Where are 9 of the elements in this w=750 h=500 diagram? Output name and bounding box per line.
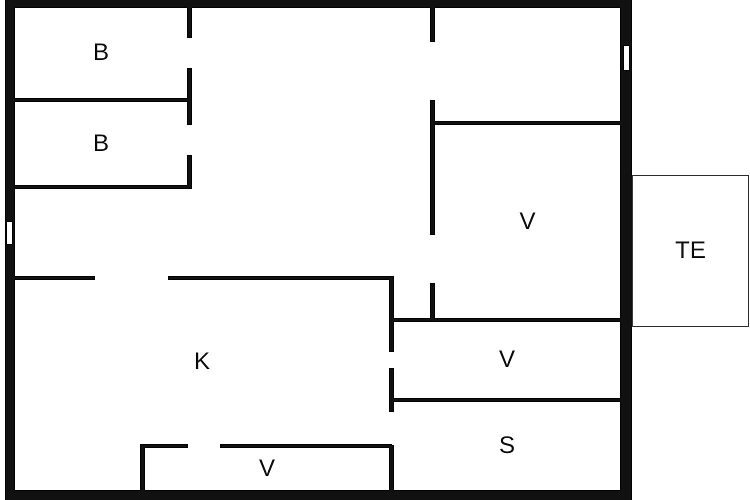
room-label: V — [258, 457, 275, 481]
room-label: V — [498, 348, 515, 372]
room-label: TE — [675, 239, 706, 263]
room-label: B — [92, 132, 109, 156]
room-label: K — [194, 350, 210, 374]
room-label: S — [498, 434, 515, 458]
room-label: V — [519, 210, 536, 234]
room-label: B — [92, 41, 109, 65]
annex-room — [632, 175, 749, 327]
